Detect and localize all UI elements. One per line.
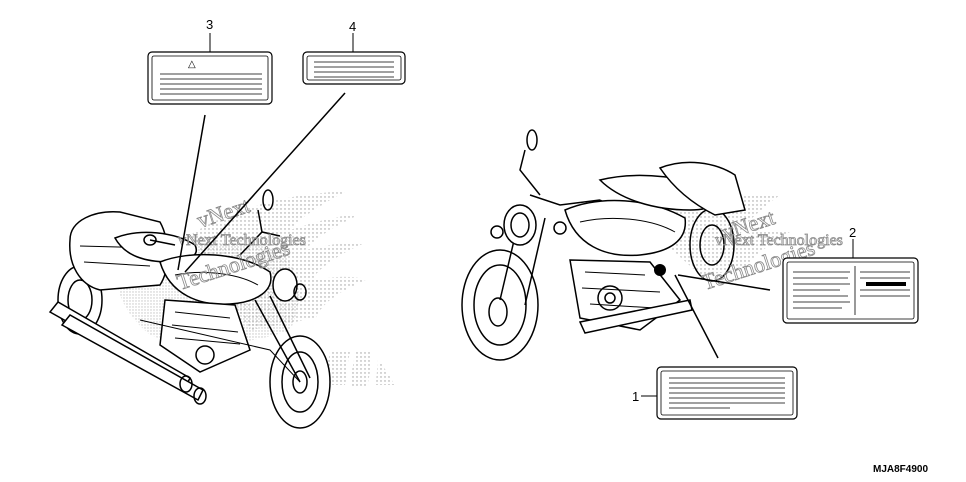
callout-number-4: 4 (349, 19, 356, 34)
callout-number-2: 2 (849, 225, 856, 240)
label-3-warning: △ (147, 33, 273, 271)
label-4 (184, 33, 406, 273)
motorcycle-right-view (461, 129, 790, 361)
warning-triangle-icon: △ (188, 59, 196, 70)
diagram-reference-code: MJA8F4900 (873, 464, 928, 475)
callout-number-1: 1 (632, 389, 639, 404)
motorcycle-left-view (48, 189, 395, 429)
watermark-right-line-2: vNext Technologies (715, 232, 843, 249)
label-2-specification (677, 239, 919, 324)
label-1 (641, 274, 798, 420)
callout-number-3: 3 (206, 17, 213, 32)
